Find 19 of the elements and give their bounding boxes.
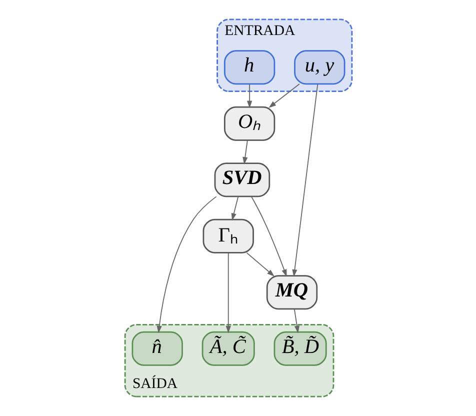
node-box: MQ — [266, 275, 318, 310]
arrow — [250, 196, 286, 277]
arrow — [292, 84, 318, 277]
node-box: B̃, D̃ — [273, 331, 326, 366]
node-box: SVD — [214, 162, 270, 198]
node-box: Γₕ — [202, 218, 254, 254]
node-box: n̂ — [131, 331, 182, 366]
arrow — [225, 252, 230, 334]
arrow — [246, 252, 274, 276]
node-box: u, y — [294, 50, 345, 85]
arrow — [230, 196, 238, 221]
arrow — [246, 84, 252, 108]
arrow — [156, 196, 216, 334]
arrow — [268, 84, 300, 108]
node-box: Ã, C̃ — [201, 331, 254, 366]
arrow — [242, 140, 248, 164]
node-box: h — [223, 50, 275, 85]
arrow — [293, 308, 300, 334]
node-box: Oₕ — [223, 106, 275, 141]
